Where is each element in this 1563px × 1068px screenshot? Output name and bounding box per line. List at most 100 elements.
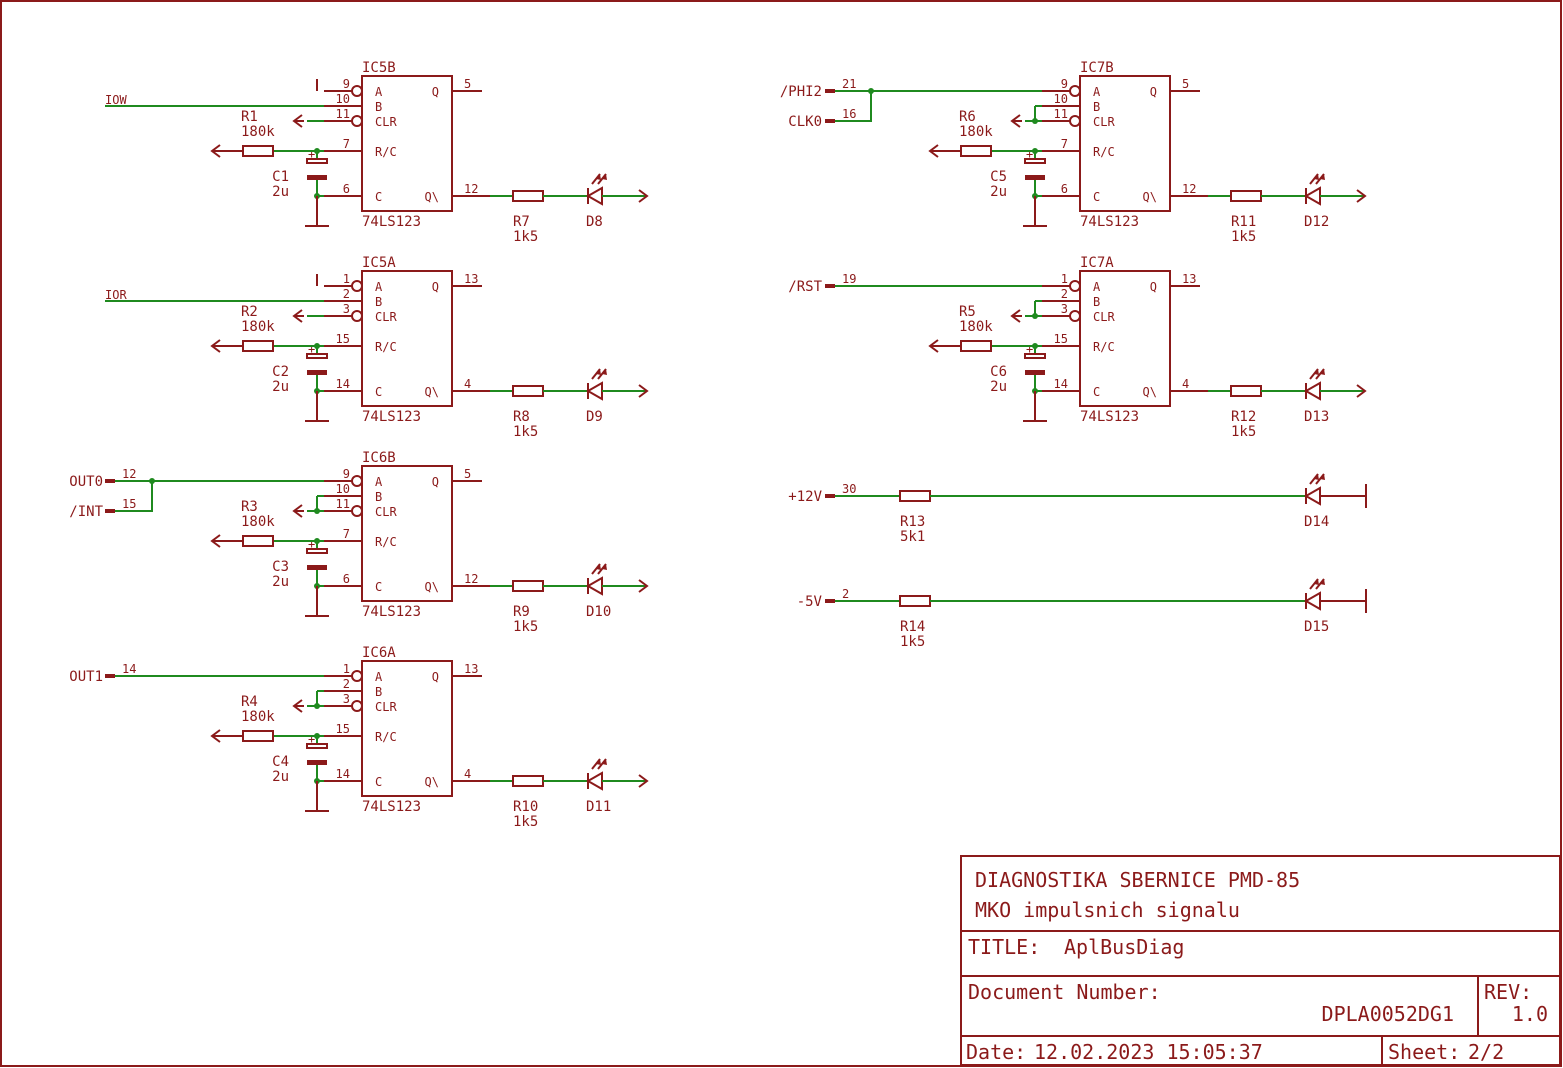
capacitor-plate-plus bbox=[1024, 158, 1046, 164]
chip-part: 74LS123 bbox=[1080, 214, 1139, 230]
resistor-value: 1k5 bbox=[1231, 229, 1256, 245]
pin-number: 15 bbox=[336, 332, 350, 346]
timing-resistor bbox=[960, 145, 992, 157]
pin-number: 2 bbox=[1061, 287, 1068, 301]
chip-part: 74LS123 bbox=[362, 214, 421, 230]
pin-clr-bubble bbox=[351, 700, 363, 712]
resistor-ref: R9 bbox=[513, 604, 530, 620]
capacitor-polarity: + bbox=[1026, 147, 1033, 161]
capacitor-plate-minus bbox=[307, 175, 327, 180]
pin-clr-bubble bbox=[351, 115, 363, 127]
net-label-ior: IOR bbox=[105, 288, 127, 302]
led-ref: D9 bbox=[586, 409, 603, 425]
arrow-head bbox=[1356, 384, 1367, 398]
capacitor-plate-minus bbox=[307, 760, 327, 765]
capacitor-value: 2u bbox=[990, 184, 1007, 200]
power-resistor bbox=[899, 595, 931, 607]
arrow-head bbox=[1356, 189, 1367, 203]
sheet-label: Sheet: bbox=[1388, 1040, 1460, 1064]
resistor-ref: R7 bbox=[513, 214, 530, 230]
pin-number: 2 bbox=[343, 287, 350, 301]
led-ray-head bbox=[596, 369, 601, 375]
pin-a-bubble bbox=[351, 85, 363, 97]
pin-name-rc: R/C bbox=[1093, 145, 1115, 159]
pin-number: 2 bbox=[842, 587, 849, 601]
capacitor-plate-minus bbox=[1025, 175, 1045, 180]
led-ref: D13 bbox=[1304, 409, 1329, 425]
net-label-p12: +12V bbox=[788, 489, 822, 505]
led-resistor bbox=[1230, 190, 1262, 202]
chip-name: IC7B bbox=[1080, 60, 1114, 76]
pin-name-a: A bbox=[1093, 85, 1101, 99]
resistor-value: 1k5 bbox=[900, 634, 925, 650]
timing-resistor bbox=[242, 145, 274, 157]
arrow-head bbox=[928, 339, 939, 353]
pin-a-bubble bbox=[1069, 85, 1081, 97]
pin-number: 15 bbox=[122, 497, 136, 511]
led-ray-head bbox=[1320, 174, 1325, 180]
pin-number: 9 bbox=[343, 467, 350, 481]
pin-name-c: C bbox=[1093, 190, 1100, 204]
pin-number: 15 bbox=[1054, 332, 1068, 346]
capacitor-ref: C3 bbox=[272, 559, 289, 575]
net-label-iow: IOW bbox=[105, 93, 127, 107]
resistor-value: 180k bbox=[241, 709, 275, 725]
timing-resistor bbox=[960, 340, 992, 352]
led-ref: D15 bbox=[1304, 619, 1329, 635]
timing-resistor bbox=[242, 340, 274, 352]
pin-number: 19 bbox=[842, 272, 856, 286]
resistor-value: 180k bbox=[241, 319, 275, 335]
pin-number: 10 bbox=[336, 482, 350, 496]
pin-name-qn: Q\ bbox=[1143, 190, 1157, 204]
pin-name-q: Q bbox=[432, 670, 439, 684]
capacitor-polarity: + bbox=[308, 342, 315, 356]
pin-name-a: A bbox=[375, 280, 383, 294]
pin-a-bubble bbox=[351, 475, 363, 487]
pin-number: 13 bbox=[1182, 272, 1196, 286]
timing-resistor bbox=[242, 535, 274, 547]
resistor-value: 180k bbox=[241, 124, 275, 140]
resistor-value: 1k5 bbox=[513, 229, 538, 245]
pin-number: 16 bbox=[842, 107, 856, 121]
arrow-head bbox=[638, 384, 649, 398]
capacitor-polarity: + bbox=[1026, 342, 1033, 356]
led-ray-head bbox=[602, 759, 607, 765]
pin-name-clr: CLR bbox=[375, 505, 397, 519]
arrow-head bbox=[292, 114, 303, 128]
capacitor-value: 2u bbox=[272, 184, 289, 200]
led-ray-head bbox=[602, 369, 607, 375]
pin-a-bubble bbox=[351, 280, 363, 292]
pin-name-a: A bbox=[1093, 280, 1101, 294]
pin-number: 7 bbox=[343, 527, 350, 541]
pin-name-rc: R/C bbox=[375, 145, 397, 159]
capacitor-plate-plus bbox=[306, 743, 328, 749]
pin-name-c: C bbox=[375, 580, 382, 594]
date-value: 12.02.2023 15:05:37 bbox=[1034, 1040, 1263, 1064]
arrow-head bbox=[292, 699, 303, 713]
pin-number: 5 bbox=[464, 467, 471, 481]
led-ray-head bbox=[596, 174, 601, 180]
led-ray-head bbox=[1320, 474, 1325, 480]
pin-name-clr: CLR bbox=[1093, 310, 1115, 324]
arrow-head bbox=[928, 144, 939, 158]
arrow-head bbox=[210, 729, 221, 743]
pin-number: 3 bbox=[343, 692, 350, 706]
pin-number: 2 bbox=[343, 677, 350, 691]
pin-number: 13 bbox=[464, 662, 478, 676]
chip-part: 74LS123 bbox=[362, 604, 421, 620]
monostable-block-ic5a: IC5A74LS123ABCLRR/CCQQ\1231514134+C22uR2… bbox=[210, 255, 649, 440]
resistor-value: 180k bbox=[241, 514, 275, 530]
led-ray-head bbox=[602, 564, 607, 570]
capacitor-plate-plus bbox=[306, 548, 328, 554]
pin-number: 14 bbox=[336, 767, 350, 781]
pin-name-q: Q bbox=[432, 85, 439, 99]
pin-name-c: C bbox=[375, 775, 382, 789]
pin-number: 30 bbox=[842, 482, 856, 496]
net-label-rst: /RST bbox=[788, 279, 822, 295]
monostable-block-ic7a: IC7A74LS123ABCLRR/CCQQ\1231514134+C62uR5… bbox=[928, 255, 1367, 440]
pin-name-b: B bbox=[375, 295, 382, 309]
pin-name-rc: R/C bbox=[1093, 340, 1115, 354]
pin-name-q: Q bbox=[432, 475, 439, 489]
